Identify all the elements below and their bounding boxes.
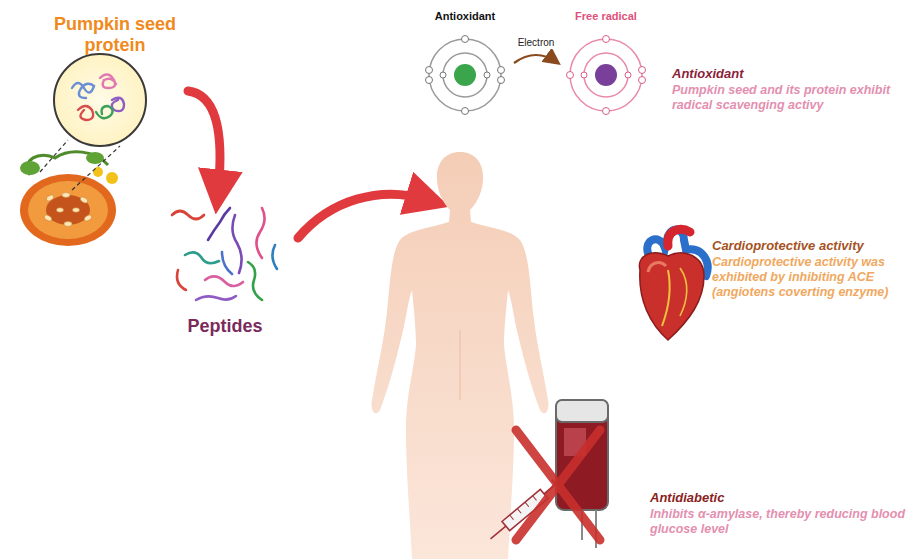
atom-node: Free radical — [560, 10, 652, 116]
peptide-chains — [172, 208, 277, 300]
human-body — [372, 152, 549, 559]
node-text: Free radical — [560, 10, 652, 23]
flow-arrow — [188, 91, 220, 192]
flow-arrow — [298, 194, 428, 238]
effect-text: Pumpkin seed and its protein exhibit rad… — [672, 83, 902, 113]
effect-text: Cardioprotective activity was exhibited … — [712, 255, 912, 300]
peptide-group: Peptides — [155, 198, 295, 348]
node-text: Pumpkin seed protein — [30, 14, 200, 55]
edge-label: Electron — [516, 37, 557, 49]
node-text: Antioxidant — [418, 10, 512, 23]
effect-heading: Cardioprotective activity — [712, 238, 912, 254]
electron-arrow — [514, 55, 558, 63]
effect-heading: Antidiabetic — [650, 490, 910, 506]
pumpkin — [20, 140, 120, 246]
protein-zoom — [54, 54, 146, 146]
heart — [639, 229, 707, 340]
effect-heading: Antioxidant — [672, 66, 902, 82]
effect-text: Inhibits α-amylase, thereby reducing blo… — [650, 507, 910, 537]
node-text: Peptides — [155, 316, 295, 337]
antidiabetic-icon — [487, 400, 608, 548]
atom-node: Antioxidant — [418, 10, 512, 116]
antioxidant-atom — [426, 36, 505, 115]
free-radical-atom — [567, 36, 646, 115]
protein-group: Pumpkin seed protein — [30, 14, 200, 154]
